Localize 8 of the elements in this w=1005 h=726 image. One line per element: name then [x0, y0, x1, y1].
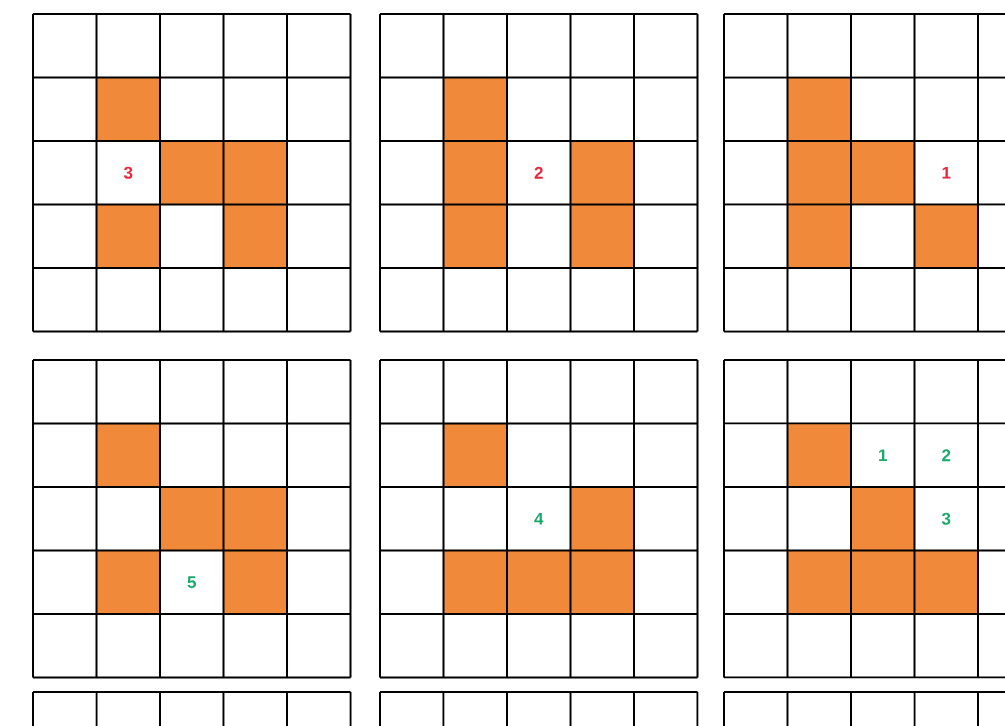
cell-number: 3 — [941, 512, 951, 525]
cell-number: 5 — [187, 576, 196, 589]
cell-number: 3 — [123, 166, 133, 179]
cell-number: 2 — [534, 166, 543, 179]
cell-number: 4 — [534, 512, 544, 525]
cell-number: 2 — [942, 449, 951, 462]
cell-number: 1 — [879, 449, 887, 462]
cell-number: 1 — [942, 166, 951, 179]
